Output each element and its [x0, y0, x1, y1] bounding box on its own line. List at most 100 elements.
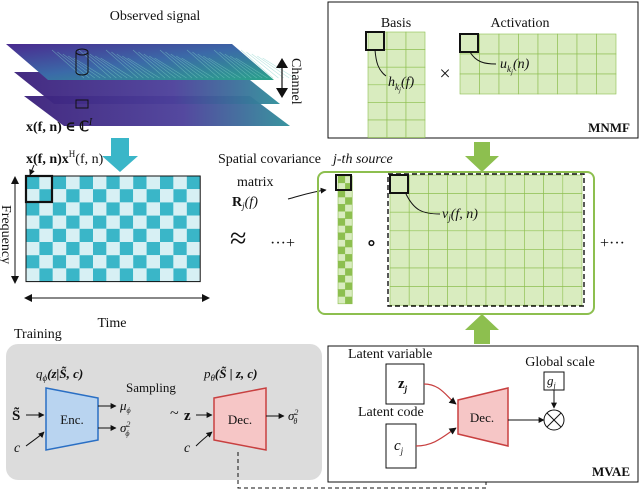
- channel-label: Channel: [288, 58, 303, 105]
- outer-product-expression: x(f, n)xH(f, n): [26, 149, 104, 167]
- checker-cell: [173, 202, 187, 216]
- variance-cell: [408, 211, 429, 232]
- spectrogram-texture-line: [143, 53, 176, 79]
- spectrogram-texture-line: [51, 49, 85, 79]
- spectrogram-texture-line: [89, 53, 122, 79]
- checker-cell: [186, 202, 201, 216]
- channel-cylinder-icon: [75, 48, 89, 109]
- basis-cell: [386, 102, 407, 121]
- checker-cell: [52, 242, 67, 256]
- checker-cell: [186, 268, 201, 282]
- variance-cell: [562, 211, 583, 232]
- variance-cell: [543, 174, 564, 194]
- variance-cell: [504, 230, 525, 250]
- activation-cell: [459, 53, 480, 75]
- checker-cell: [186, 242, 201, 256]
- checker-cell: [93, 176, 107, 190]
- z-box: [385, 363, 425, 405]
- variance-cell: [504, 249, 525, 269]
- column-cell-quarter: [338, 218, 346, 226]
- mvae-decoder-label: Dec.: [470, 410, 494, 425]
- variance-cell: [408, 267, 429, 287]
- frequency-axis: [11, 176, 19, 284]
- mnmf-tag: MNMF: [588, 120, 630, 135]
- tilde-symbol: ~: [170, 405, 179, 422]
- spectrogram-texture-line: [246, 51, 279, 79]
- activation-cell: [537, 53, 558, 75]
- checker-cell: [66, 189, 80, 203]
- variance-cell: [389, 267, 410, 287]
- encoder-block: [45, 387, 99, 451]
- variance-cell: [428, 267, 448, 287]
- checker-cell: [52, 228, 67, 242]
- checker-cell: [173, 228, 187, 242]
- checker-cell: [93, 215, 107, 229]
- spectrogram-texture-line: [197, 53, 230, 79]
- checker-cell: [93, 268, 107, 282]
- spectrogram-texture-line: [127, 57, 160, 79]
- activation-cell: [498, 33, 519, 55]
- activation-cell: [479, 33, 500, 55]
- basis-cell: [386, 31, 407, 50]
- c-input-2: c: [184, 441, 191, 456]
- variance-cell: [504, 211, 525, 232]
- checker-cell: [26, 268, 40, 282]
- variance-cell: [562, 249, 583, 269]
- checker-cell: [39, 176, 53, 190]
- times-symbol: ×: [439, 63, 450, 85]
- checker-cell: [119, 176, 134, 190]
- variance-cell: [562, 193, 583, 213]
- checker-cell: [52, 189, 67, 203]
- activation-cell: [576, 53, 597, 75]
- spectrogram-texture-line: [240, 49, 274, 79]
- variance-cell: [408, 174, 429, 194]
- checker-cell: [93, 202, 107, 216]
- column-cell-quarter: [338, 190, 346, 198]
- variance-cell: [485, 249, 506, 269]
- checker-cell: [26, 176, 40, 190]
- checker-cell: [26, 242, 40, 256]
- checker-cell: [79, 189, 93, 203]
- checker-cell: [52, 176, 67, 190]
- variance-cell: [466, 267, 487, 287]
- variance-cell: [447, 286, 468, 306]
- spectrogram-texture-line: [73, 57, 106, 79]
- checker-cell: [106, 228, 120, 242]
- channel-arrow-icon: [276, 58, 288, 98]
- checker-cell: [79, 215, 93, 229]
- source-model-box: [317, 171, 595, 315]
- spectrogram-texture-line: [132, 49, 166, 79]
- z-label: zj: [398, 376, 408, 394]
- checker-cell: [66, 202, 80, 216]
- basis-label: Basis: [381, 16, 411, 31]
- spectrogram-texture-line: [203, 55, 236, 79]
- basis-cell: [367, 102, 388, 121]
- variance-cell: [428, 230, 448, 250]
- checker-cell: [26, 255, 40, 269]
- checker-cell: [106, 189, 120, 203]
- z-to-decoder-arrow: [423, 383, 457, 405]
- basis-cell: [405, 49, 426, 68]
- activation-cell: [537, 33, 558, 55]
- activation-cell: [557, 53, 578, 75]
- matrix-symbol: Rj(f): [232, 195, 258, 211]
- ellipsis-left: ···+: [270, 235, 295, 252]
- variance-cell: [389, 249, 410, 269]
- checker-cell: [93, 228, 107, 242]
- column-cell-quarter: [345, 211, 353, 219]
- spectrogram-texture-line: [251, 53, 284, 79]
- checker-cell: [160, 189, 174, 203]
- spectrogram-texture-line: [208, 57, 241, 79]
- basis-cell: [405, 102, 426, 121]
- checker-cell: [186, 176, 201, 190]
- checker-highlight-cell: [24, 174, 54, 204]
- checker-cell: [160, 268, 174, 282]
- projection-arrow-icon: [102, 138, 138, 172]
- variance-cell: [466, 174, 487, 194]
- checker-cell: [186, 215, 201, 229]
- variance-cell: [543, 211, 564, 232]
- checker-cell: [79, 255, 93, 269]
- variance-cell: [504, 193, 525, 213]
